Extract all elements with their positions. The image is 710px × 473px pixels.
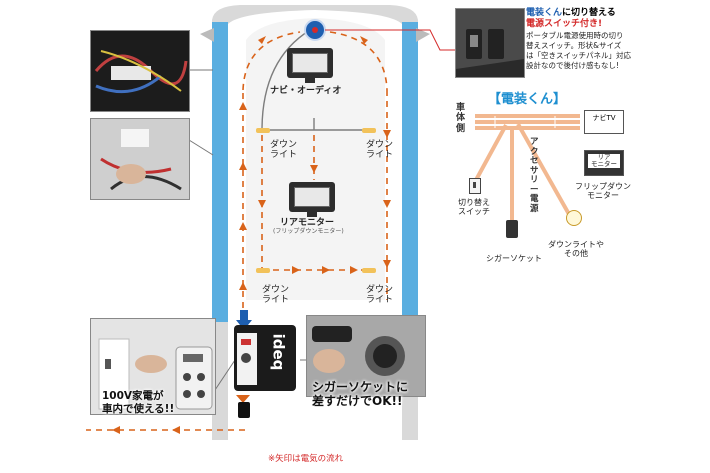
- downlight-label-br: ダウンライト: [366, 285, 394, 306]
- downlight-label-tr: ダウンライト: [366, 140, 394, 161]
- rear-monitor-label: リアモニター: [280, 218, 335, 228]
- wiring-install-photo: [90, 118, 190, 200]
- cigar-socket-icon: [506, 220, 518, 238]
- switch-desc: ポータブル電源使用時の切り 替えスイッチ。形状&サイズ は「空きスイッチパネル」…: [526, 30, 631, 70]
- switch-title-rest: に切り替える: [562, 8, 616, 18]
- switch-icon: [469, 178, 481, 194]
- harness-photo: [90, 30, 190, 112]
- denso-title: 【電装くん】: [488, 92, 567, 107]
- downlight-label-tl: ダウンライト: [270, 140, 298, 161]
- rear-monitor-box: リアモニター: [584, 150, 624, 176]
- cigar-socket-photo: [306, 315, 426, 397]
- vehicle-side-label: 車体側: [456, 103, 466, 134]
- downlight-other-label: ダウンライトやその他: [548, 240, 604, 259]
- bulb-icon: [566, 210, 582, 226]
- flow-footnote: ※矢印は電気の流れ: [268, 454, 344, 464]
- home-power-callout: 100V家電が 車内で使える!!: [102, 390, 175, 415]
- cigar-callout: シガーソケットに 差すだけでOK!!: [312, 380, 409, 409]
- switch-callout: 電装くんに切り替える 電源スイッチ付き! ポータブル電源使用時の切り 替えスイッ…: [526, 8, 706, 71]
- navi-audio-monitor: [287, 48, 333, 83]
- switch-label: 切り替えスイッチ: [458, 198, 490, 217]
- downlight-label-bl: ダウンライト: [262, 285, 290, 306]
- switch-panel-photo: [455, 8, 525, 78]
- navi-audio-label: ナビ・オーディオ: [270, 86, 342, 96]
- accessory-power-label: アクセサリー電源: [530, 137, 539, 214]
- device-brand: ideq: [269, 333, 288, 371]
- flip-down-label: フリップダウンモニター: [575, 182, 631, 201]
- plug-icon: [238, 402, 250, 418]
- portable-power-station: ideq: [234, 325, 296, 391]
- switch-title-power: 電源スイッチ付き!: [526, 19, 603, 30]
- switch-title-brand: 電装くん: [526, 8, 563, 18]
- rear-monitor-sublabel: (フリップダウンモニター): [273, 228, 344, 235]
- cigar-socket-label: シガーソケット: [486, 254, 542, 263]
- navi-tv-box: ナビTV: [584, 110, 624, 134]
- rear-monitor: [289, 182, 335, 217]
- home-outlet-photo: [90, 318, 216, 415]
